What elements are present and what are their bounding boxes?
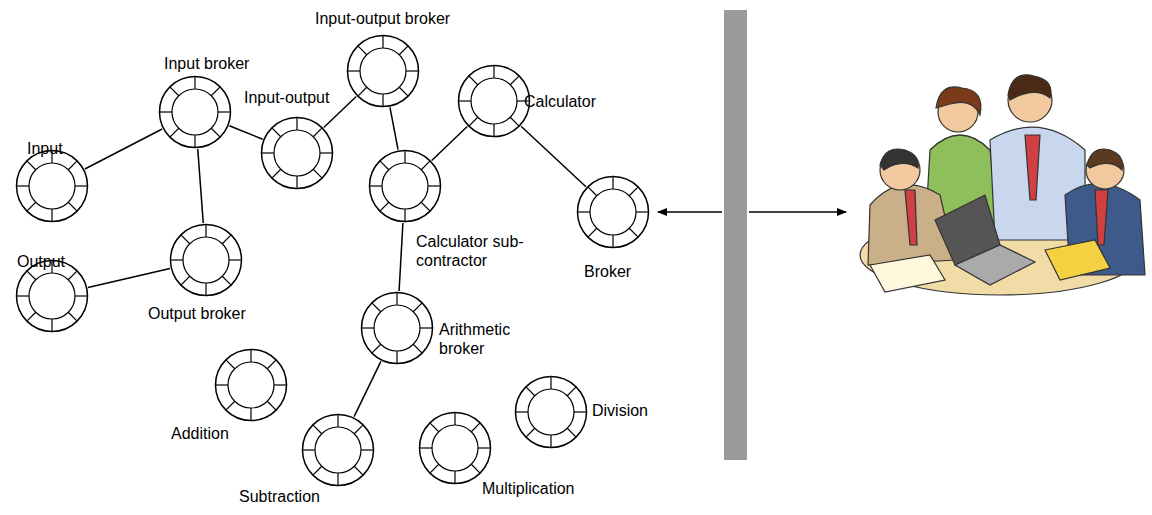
node-ring	[418, 411, 492, 485]
node-label: Multiplication	[482, 479, 574, 498]
node-ring	[214, 348, 288, 422]
node-ring	[360, 291, 434, 365]
node-label: Broker	[584, 262, 631, 281]
node-label: Calculator	[524, 92, 596, 111]
node-ring	[576, 175, 650, 249]
connector-line	[521, 126, 586, 187]
connector-line	[399, 223, 403, 291]
service-node: Addition	[214, 348, 288, 422]
connector-line	[88, 268, 170, 287]
node-label: Arithmetic broker	[439, 320, 531, 358]
service-node: Subtraction	[301, 413, 375, 487]
node-ring	[514, 375, 588, 449]
service-node: Input-output	[260, 116, 334, 190]
connector-line	[229, 126, 262, 139]
boundary-bar	[724, 10, 747, 460]
node-label: Output	[17, 252, 65, 271]
node-ring	[260, 116, 334, 190]
connector-line	[432, 127, 467, 161]
node-label: Division	[592, 401, 648, 420]
service-node: Broker	[576, 175, 650, 249]
node-label: Input	[27, 139, 63, 158]
service-node: Arithmetic broker	[360, 291, 434, 365]
node-ring	[301, 413, 375, 487]
connector-line	[390, 107, 398, 149]
node-ring	[169, 223, 243, 297]
node-ring	[368, 149, 442, 223]
node-ring	[15, 149, 89, 223]
node-label: Input broker	[164, 54, 249, 73]
node-label: Addition	[171, 424, 229, 443]
node-label: Calculator sub-contractor	[416, 232, 538, 270]
service-node: Input-output broker	[346, 34, 420, 108]
connector-line	[198, 149, 204, 223]
service-node: Output broker	[169, 223, 243, 297]
service-node: Input	[15, 149, 89, 223]
node-ring	[15, 259, 89, 333]
service-node: Multiplication	[418, 411, 492, 485]
node-label: Input-output	[244, 88, 329, 107]
service-node: Division	[514, 375, 588, 449]
node-ring	[457, 64, 531, 138]
connector-line	[354, 361, 381, 416]
node-ring	[158, 75, 232, 149]
node-label: Input-output broker	[315, 9, 450, 28]
node-ring	[346, 34, 420, 108]
service-node: Output	[15, 259, 89, 333]
interface-arrow	[658, 211, 722, 213]
interface-arrow	[749, 211, 846, 213]
people-clipart	[860, 75, 1145, 295]
node-label: Subtraction	[239, 487, 320, 506]
service-node: Input broker	[158, 75, 232, 149]
service-node: Calculator	[457, 64, 531, 138]
service-node: Calculator sub-contractor	[368, 149, 442, 223]
connector-line	[85, 129, 162, 169]
node-label: Output broker	[148, 304, 246, 323]
